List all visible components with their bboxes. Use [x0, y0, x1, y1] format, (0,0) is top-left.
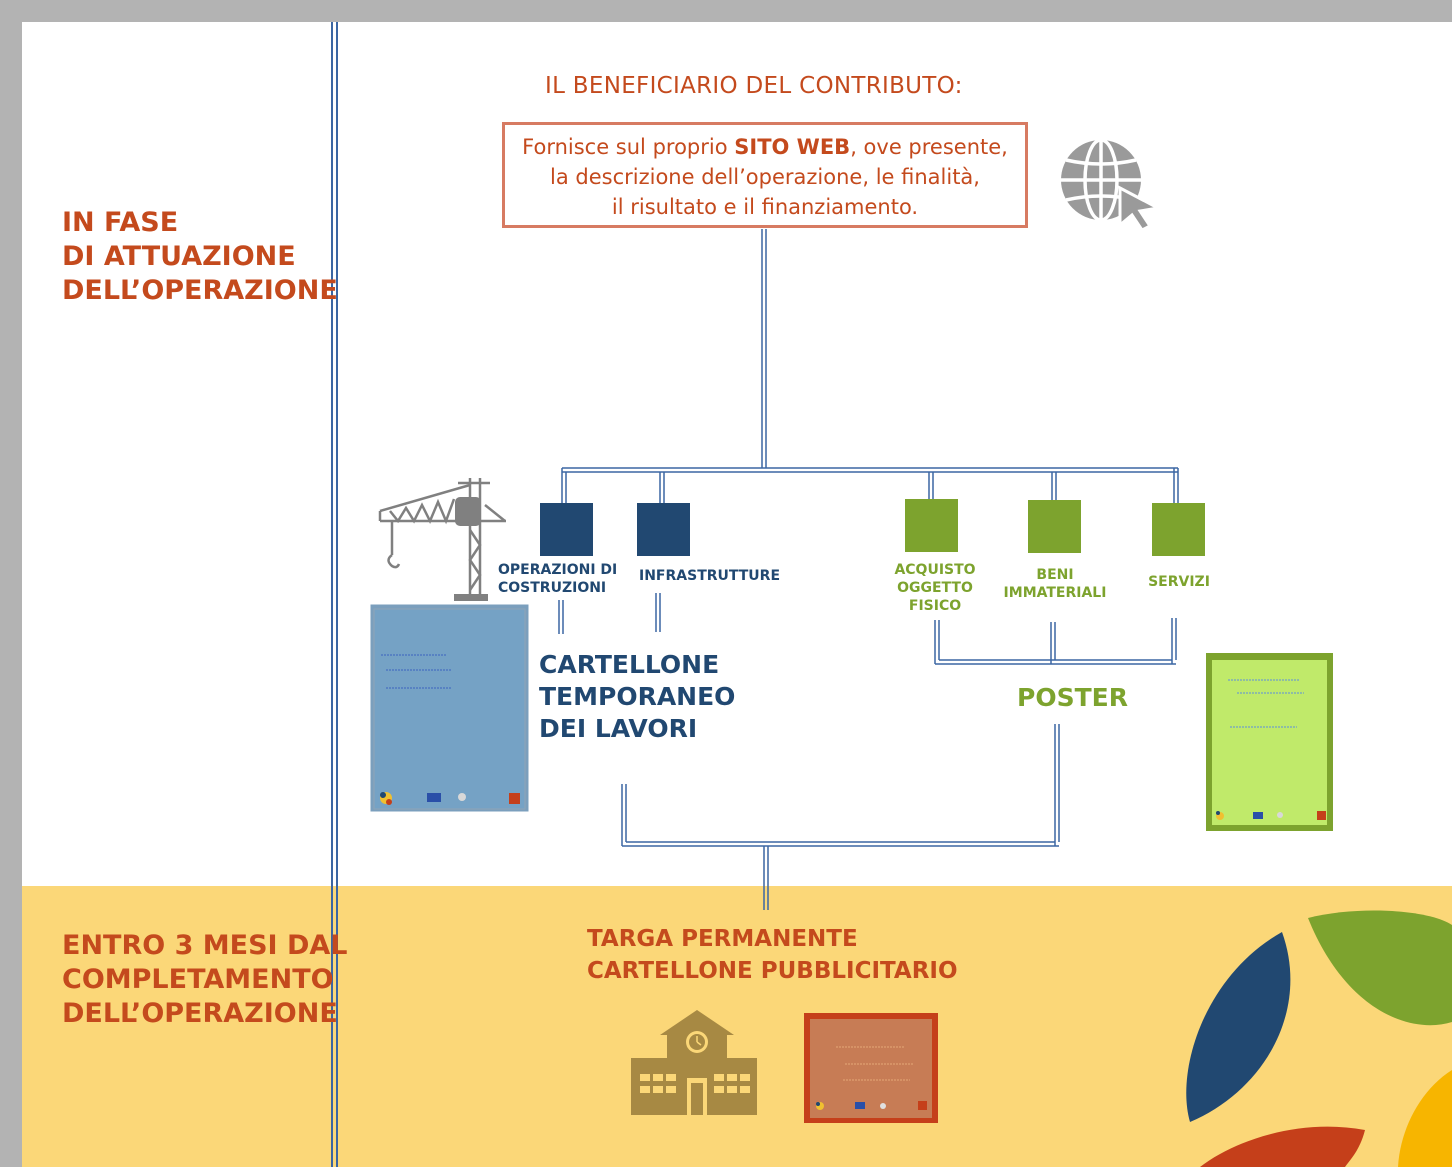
website-line-1-pre: Fornisce sul proprio [522, 135, 735, 159]
category-infrastructure-line-1: INFRASTRUTTURE [639, 568, 781, 584]
category-label-services: SERVIZI [1144, 573, 1214, 591]
phase-implementation-line-2: DI ATTUAZIONE [62, 241, 296, 272]
permanent-sign-line-1: TARGA PERMANENTE [587, 926, 858, 952]
category-construction-line-1: OPERAZIONI DI [498, 562, 618, 578]
category-square-intangible-goods [1028, 500, 1081, 553]
website-keyword: SITO WEB [734, 135, 851, 159]
website-line-3: il risultato e il finanziamento. [611, 195, 919, 219]
phase-implementation-label: IN FASE DI ATTUAZIONE DELL’OPERAZIONE [62, 206, 338, 308]
website-line-2: la descrizione dell’operazione, le final… [550, 165, 980, 189]
poster-label: POSTER [1017, 683, 1128, 712]
website-requirement-box: Fornisce sul proprio SITO WEB, ove prese… [502, 122, 1028, 228]
category-services-line-1: SERVIZI [1148, 574, 1210, 590]
category-physical-line-2: OGGETTO [897, 580, 973, 596]
crane-icon [378, 478, 506, 601]
temporary-sign-line-1: CARTELLONE [539, 650, 720, 679]
category-construction-line-2: COSTRUZIONI [498, 580, 607, 596]
phase-completion-line-2: COMPLETAMENTO [62, 964, 334, 995]
category-label-infrastructure: INFRASTRUTTURE [639, 567, 780, 585]
phase-implementation-line-3: DELL’OPERAZIONE [62, 275, 338, 306]
school-building-icon [631, 1010, 757, 1115]
decorative-leaves [1186, 910, 1452, 1167]
category-square-infrastructure [637, 503, 690, 556]
phase-completion-line-3: DELL’OPERAZIONE [62, 998, 338, 1029]
category-label-physical-object: ACQUISTO OGGETTO FISICO [882, 561, 988, 615]
frame-top [0, 0, 1452, 22]
category-intangible-line-2: IMMATERIALI [1003, 585, 1107, 601]
website-line-1: Fornisce sul proprio SITO WEB, ove prese… [505, 132, 1025, 162]
category-physical-line-3: FISICO [908, 598, 962, 614]
permanent-sign-label: TARGA PERMANENTE CARTELLONE PUBBLICITARI… [587, 923, 958, 987]
category-label-intangible-goods: BENI IMMATERIALI [1000, 566, 1110, 602]
temporary-sign-line-3: DEI LAVORI [539, 714, 698, 743]
phase-completion-line-1: ENTRO 3 MESI DAL [62, 930, 348, 961]
website-line-1-post: , ove presente, [850, 135, 1008, 159]
temporary-sign-illustration [370, 604, 529, 812]
frame-left [0, 0, 22, 1167]
temporary-sign-label: CARTELLONE TEMPORANEO DEI LAVORI [539, 649, 735, 745]
category-square-services [1152, 503, 1205, 556]
category-square-construction [540, 503, 593, 556]
connector-lines [558, 229, 1179, 910]
phase-implementation-line-1: IN FASE [62, 207, 179, 238]
category-label-construction: OPERAZIONI DI COSTRUZIONI [498, 561, 617, 597]
permanent-plaque-illustration [804, 1013, 938, 1123]
poster-illustration [1206, 653, 1333, 831]
beneficiary-title: IL BENEFICIARIO DEL CONTRIBUTO: [545, 73, 963, 99]
globe-cursor-icon [1061, 138, 1163, 232]
phase-completion-label: ENTRO 3 MESI DAL COMPLETAMENTO DELL’OPER… [62, 929, 348, 1031]
category-square-physical-object [905, 499, 958, 552]
category-physical-line-1: ACQUISTO [894, 562, 976, 578]
temporary-sign-line-2: TEMPORANEO [539, 682, 736, 711]
permanent-sign-line-2: CARTELLONE PUBBLICITARIO [587, 958, 958, 984]
category-intangible-line-1: BENI [1036, 567, 1074, 583]
